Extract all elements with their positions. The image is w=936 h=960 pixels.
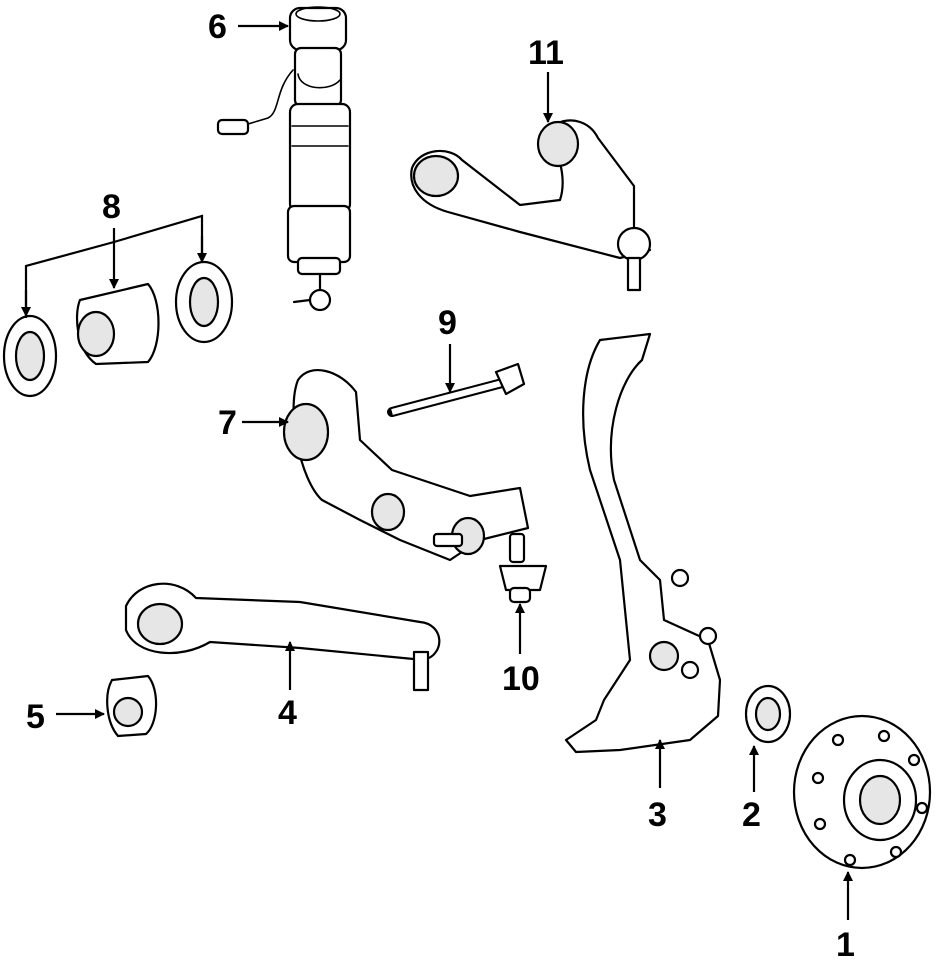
steering-knuckle — [564, 332, 722, 754]
callout-4: 4 — [278, 694, 297, 732]
wheel-bearing-seal — [744, 684, 792, 744]
callout-7: 7 — [218, 404, 237, 442]
callout-5: 5 — [26, 698, 45, 736]
ball-joint — [498, 532, 548, 604]
lower-control-arm — [282, 369, 530, 562]
mounting-bolt — [387, 362, 526, 417]
callout-3: 3 — [648, 796, 667, 834]
callout-10: 10 — [502, 660, 540, 698]
strut-bushing — [106, 674, 158, 738]
callout-11: 11 — [528, 34, 564, 72]
callout-8: 8 — [102, 188, 121, 226]
shock-absorber-strut — [216, 6, 352, 312]
callout-1: 1 — [836, 926, 855, 960]
bushing-set — [2, 260, 234, 398]
upper-control-arm — [410, 119, 652, 292]
callout-9: 9 — [438, 304, 457, 342]
callout-2: 2 — [742, 796, 761, 834]
callout-labels: 6 11 8 9 7 10 4 5 3 2 1 — [26, 8, 855, 960]
callout-6: 6 — [208, 8, 227, 46]
wheel-hub — [792, 714, 932, 870]
tension-strut — [124, 582, 441, 692]
leader-lines — [21, 21, 853, 920]
